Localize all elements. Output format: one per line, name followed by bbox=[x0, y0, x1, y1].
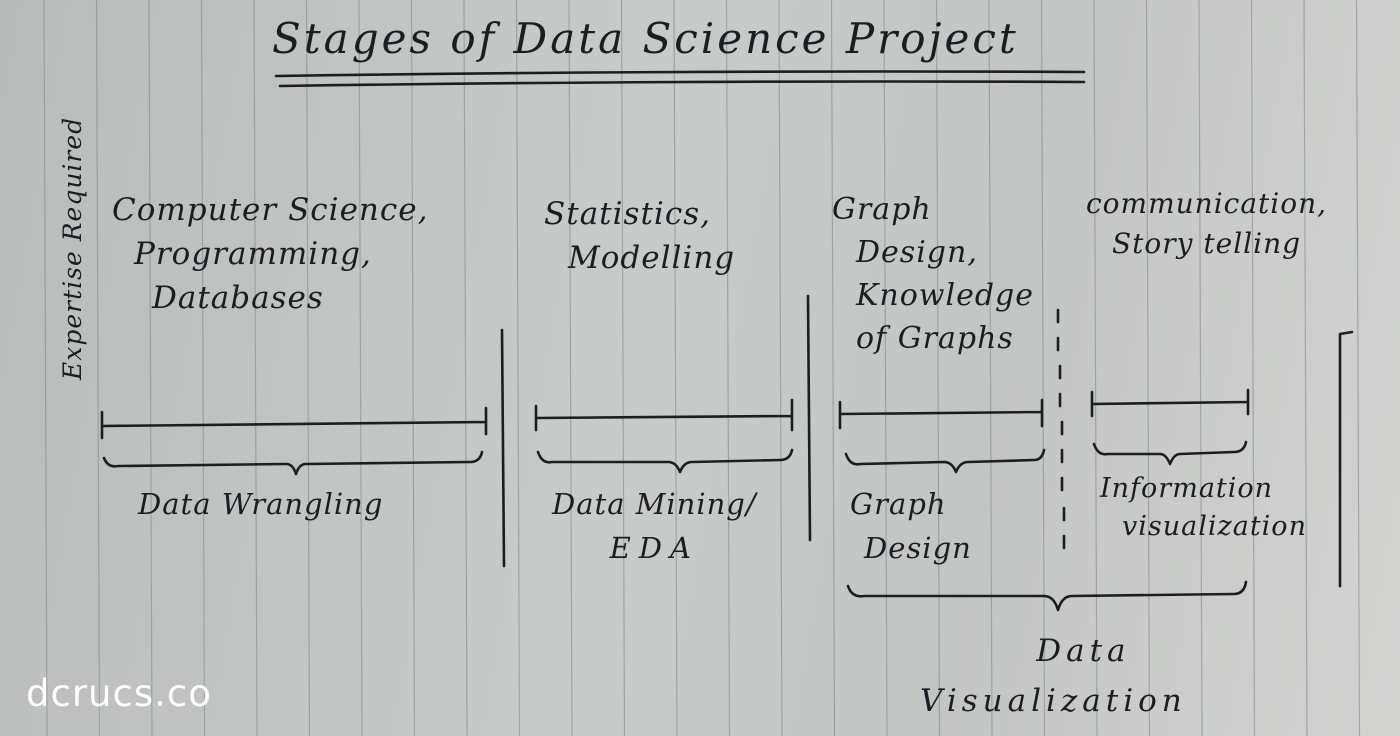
stage-line: Data Mining/ bbox=[552, 487, 757, 521]
rule-line bbox=[463, 0, 468, 736]
stage-data-mining: Data Mining/ EDA bbox=[552, 482, 757, 570]
expertise-line: Databases bbox=[152, 280, 324, 316]
rule-line bbox=[778, 0, 783, 736]
rule-line bbox=[253, 0, 258, 736]
brace-data-mining bbox=[536, 448, 794, 474]
divider-2 bbox=[806, 294, 812, 542]
brace-information-visualization bbox=[1092, 440, 1248, 466]
brace-data-wrangling bbox=[102, 450, 484, 476]
range-line-data-mining bbox=[534, 398, 794, 432]
rule-line bbox=[620, 0, 626, 736]
expertise-line: Computer Science, bbox=[112, 192, 429, 228]
stage-graph-design: Graph Design bbox=[850, 482, 972, 570]
y-axis-label: Expertise Required bbox=[58, 116, 87, 380]
stage-line: Data Wrangling bbox=[138, 487, 384, 521]
expertise-line: Modelling bbox=[568, 240, 736, 276]
brace-data-visualization bbox=[846, 580, 1248, 612]
expertise-line: communication, bbox=[1086, 187, 1328, 220]
range-line-data-wrangling bbox=[100, 406, 488, 440]
stage-line: Design bbox=[864, 531, 972, 565]
stage-information-visualization: Information visualization bbox=[1100, 470, 1307, 546]
expertise-communication: communication, Story telling bbox=[1086, 184, 1327, 264]
rule-line bbox=[830, 0, 836, 736]
expertise-line: Programming, bbox=[134, 236, 372, 272]
rule-line bbox=[358, 0, 363, 736]
diagram-title: Stages of Data Science Project bbox=[272, 14, 1019, 63]
title-underline bbox=[274, 70, 1086, 78]
watermark: dcrucs.co bbox=[26, 672, 212, 715]
expertise-line: Graph bbox=[832, 192, 932, 227]
stage-line: EDA bbox=[609, 531, 699, 565]
stage-line: Visualization bbox=[920, 683, 1187, 719]
divider-1 bbox=[500, 328, 506, 568]
expertise-line: Design, bbox=[856, 235, 978, 270]
rule-line bbox=[988, 0, 993, 736]
stage-line: Graph bbox=[850, 487, 947, 521]
rule-line bbox=[673, 0, 678, 736]
title-underline-double bbox=[278, 80, 1086, 88]
rule-line bbox=[883, 0, 888, 736]
rule-line bbox=[1093, 0, 1098, 736]
rule-line bbox=[1198, 0, 1203, 736]
rule-line bbox=[515, 0, 521, 736]
stage-line: Information bbox=[1100, 473, 1274, 504]
rule-line bbox=[410, 0, 416, 736]
stage-data-wrangling: Data Wrangling bbox=[138, 482, 383, 526]
divider-3 bbox=[1338, 330, 1354, 588]
rule-line bbox=[148, 0, 153, 736]
range-line-graph-design bbox=[838, 398, 1044, 430]
stage-line: Data bbox=[1036, 633, 1131, 669]
rule-line bbox=[305, 0, 311, 736]
expertise-line: Knowledge bbox=[856, 278, 1034, 313]
rule-line bbox=[1250, 0, 1256, 736]
range-line-information-visualization bbox=[1090, 388, 1250, 418]
dashed-divider bbox=[1056, 308, 1066, 550]
expertise-graph-design: Graph Design, Knowledge of Graphs bbox=[832, 188, 1034, 360]
rule-line bbox=[725, 0, 731, 736]
brace-graph-design bbox=[844, 448, 1046, 474]
rule-line bbox=[1355, 0, 1361, 736]
rule-line bbox=[43, 0, 48, 736]
stage-line: visualization bbox=[1122, 511, 1307, 542]
rule-line bbox=[1303, 0, 1308, 736]
rule-line bbox=[935, 0, 941, 736]
stage-data-visualization: Data Visualization bbox=[920, 626, 1187, 726]
expertise-computer-science: Computer Science, Programming, Databases bbox=[112, 188, 428, 320]
rule-line bbox=[200, 0, 206, 736]
rule-line bbox=[1040, 0, 1046, 736]
rule-line bbox=[568, 0, 573, 736]
expertise-line: Story telling bbox=[1112, 227, 1302, 260]
rule-line bbox=[1145, 0, 1151, 736]
expertise-statistics: Statistics, Modelling bbox=[544, 192, 735, 280]
rule-line bbox=[95, 0, 101, 736]
expertise-line: of Graphs bbox=[856, 321, 1014, 356]
expertise-line: Statistics, bbox=[544, 196, 711, 232]
